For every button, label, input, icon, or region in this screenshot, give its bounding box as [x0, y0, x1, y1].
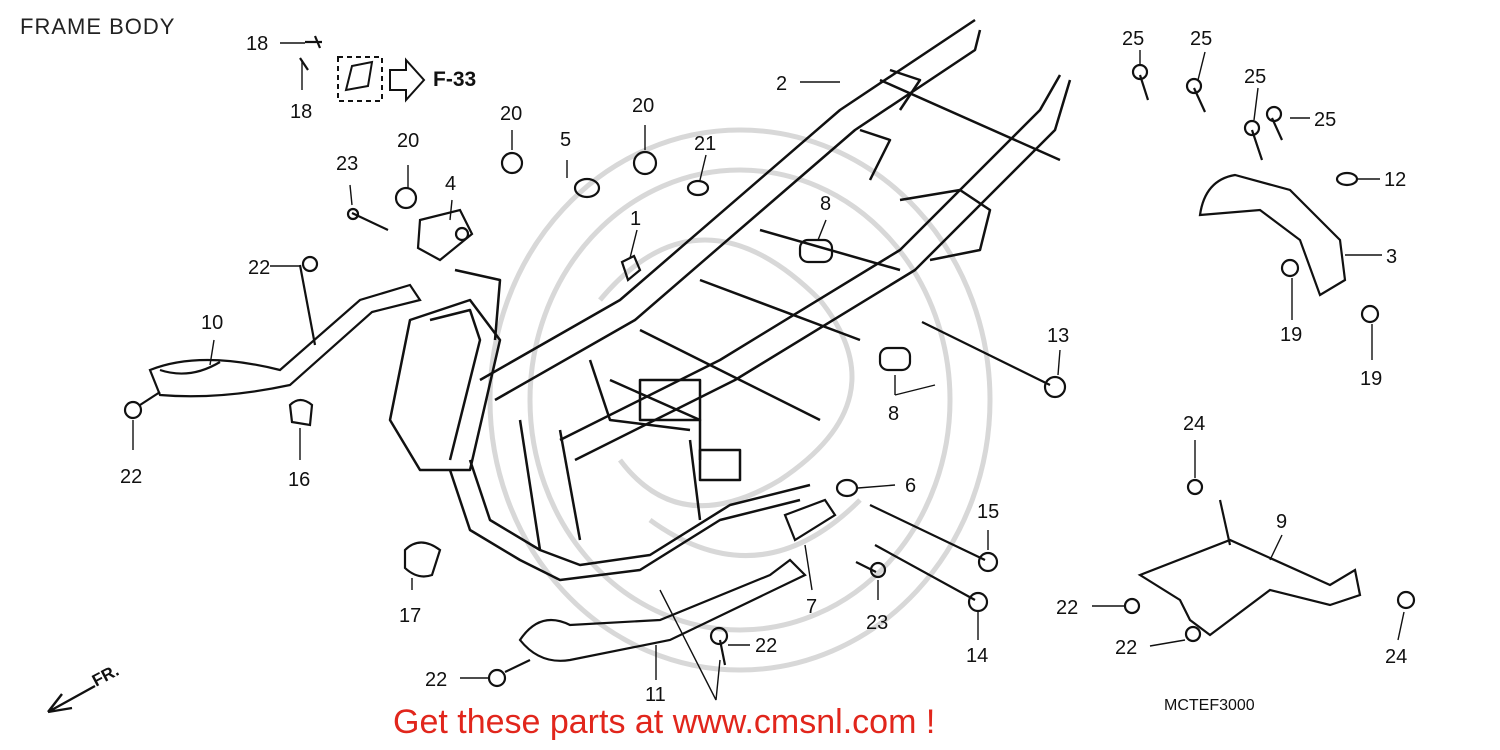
callout-22c: 22	[755, 635, 777, 657]
callout-22a: 22	[248, 257, 270, 279]
main-frame	[388, 18, 1072, 582]
callout-labels: 18 18 2 20 5 20 21 23 20 4 1 8 22 10 22 …	[120, 28, 1407, 706]
callout-25c: 25	[1244, 66, 1266, 88]
callout-16: 16	[288, 469, 310, 491]
hardware-parts	[123, 35, 1202, 688]
callout-18a: 18	[246, 33, 268, 55]
watermark-logo	[487, 127, 993, 673]
callout-8b: 8	[888, 403, 899, 425]
callout-10: 10	[201, 312, 223, 334]
callout-25d: 25	[1314, 109, 1336, 131]
callout-1: 1	[630, 208, 641, 230]
callout-15: 15	[977, 501, 999, 523]
callout-18b: 18	[290, 101, 312, 123]
front-arrow-icon	[47, 684, 96, 714]
diagram-code: MCTEF3000	[1164, 697, 1255, 714]
callout-3: 3	[1386, 246, 1397, 268]
reference-part-icon	[337, 56, 426, 103]
callout-9: 9	[1276, 511, 1287, 533]
callout-25a: 25	[1122, 28, 1144, 50]
reference-label: F-33	[433, 68, 477, 91]
callout-23b: 23	[866, 612, 888, 634]
promo-banner[interactable]: Get these parts at www.cmsnl.com !	[393, 703, 936, 741]
callout-22d: 22	[425, 669, 447, 691]
callout-8a: 8	[820, 193, 831, 215]
side-parts	[1131, 63, 1416, 637]
callout-11: 11	[645, 684, 666, 706]
callout-12: 12	[1384, 169, 1406, 191]
diagram-title: FRAME BODY	[20, 14, 176, 39]
callout-20b: 20	[632, 95, 654, 117]
callout-22b: 22	[120, 466, 142, 488]
callout-22e: 22	[1056, 597, 1078, 619]
callout-23a: 23	[336, 153, 358, 175]
callout-20c: 20	[397, 130, 419, 152]
callout-2: 2	[776, 73, 787, 95]
callout-6: 6	[905, 475, 916, 497]
callout-4: 4	[445, 173, 456, 195]
callout-20a: 20	[500, 103, 522, 125]
callout-14: 14	[966, 645, 988, 667]
leader-lines	[132, 42, 1405, 701]
callout-24b: 24	[1385, 646, 1407, 668]
callout-19b: 19	[1360, 368, 1382, 390]
callout-5: 5	[560, 129, 571, 151]
callout-7: 7	[806, 596, 817, 618]
callout-21: 21	[694, 133, 716, 155]
callout-19a: 19	[1280, 324, 1302, 346]
callout-25b: 25	[1190, 28, 1212, 50]
callout-13: 13	[1047, 325, 1069, 347]
callout-24a: 24	[1183, 413, 1205, 435]
callout-17: 17	[399, 605, 421, 627]
callout-22f: 22	[1115, 637, 1137, 659]
